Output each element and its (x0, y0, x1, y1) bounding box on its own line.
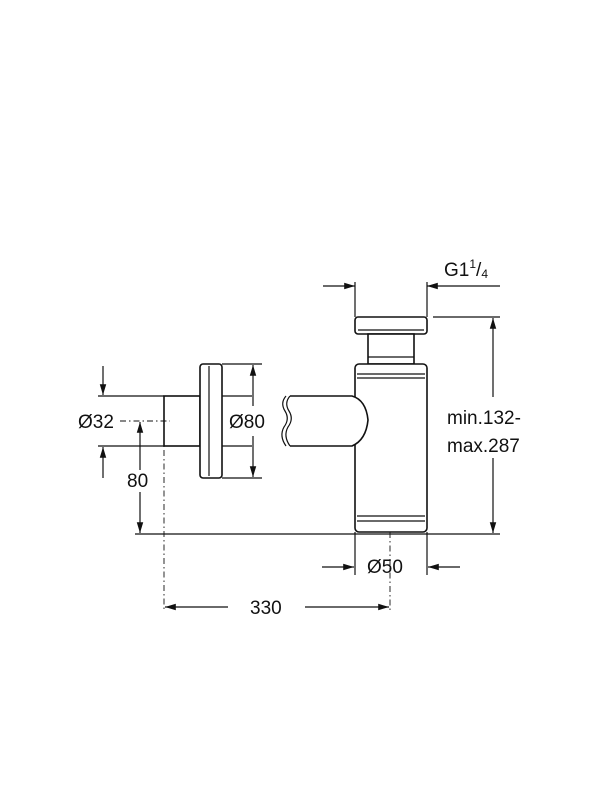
top-nut (354, 316, 428, 335)
wall-rosette (199, 363, 223, 479)
pipe-diameter-dimension: Ø32 (78, 366, 164, 478)
wall-pipe (163, 395, 201, 447)
height-max-label: max.287 (447, 436, 520, 457)
outlet-elbow (290, 395, 369, 447)
bottle-body (354, 363, 428, 533)
outlet-height-dimension: 80 (127, 422, 148, 533)
body-diameter-label: Ø50 (367, 557, 403, 578)
pipe-diameter-label: Ø32 (78, 412, 114, 433)
thread-fraction-num: 1 (469, 257, 476, 271)
outlet-height-label: 80 (127, 471, 148, 492)
height-dimension: min.132- max.287 (447, 318, 521, 533)
body-diameter-dimension: Ø50 (322, 532, 460, 578)
height-min-label: min.132- (447, 408, 521, 429)
svg-text:G11/4: G11/4 (444, 257, 488, 281)
wall-distance-label: 330 (250, 598, 282, 619)
siphon-outline (163, 316, 428, 533)
thread-dimension: G11/4 (323, 257, 500, 317)
inlet-neck (367, 333, 415, 365)
wall-distance-dimension: 330 (165, 598, 389, 619)
thread-fraction-den: 4 (481, 267, 488, 281)
reference-lines (120, 316, 500, 612)
rosette-diameter-label: Ø80 (229, 412, 265, 433)
rosette-diameter-dimension: Ø80 (222, 363, 265, 479)
thread-base-label: G1 (444, 260, 469, 281)
